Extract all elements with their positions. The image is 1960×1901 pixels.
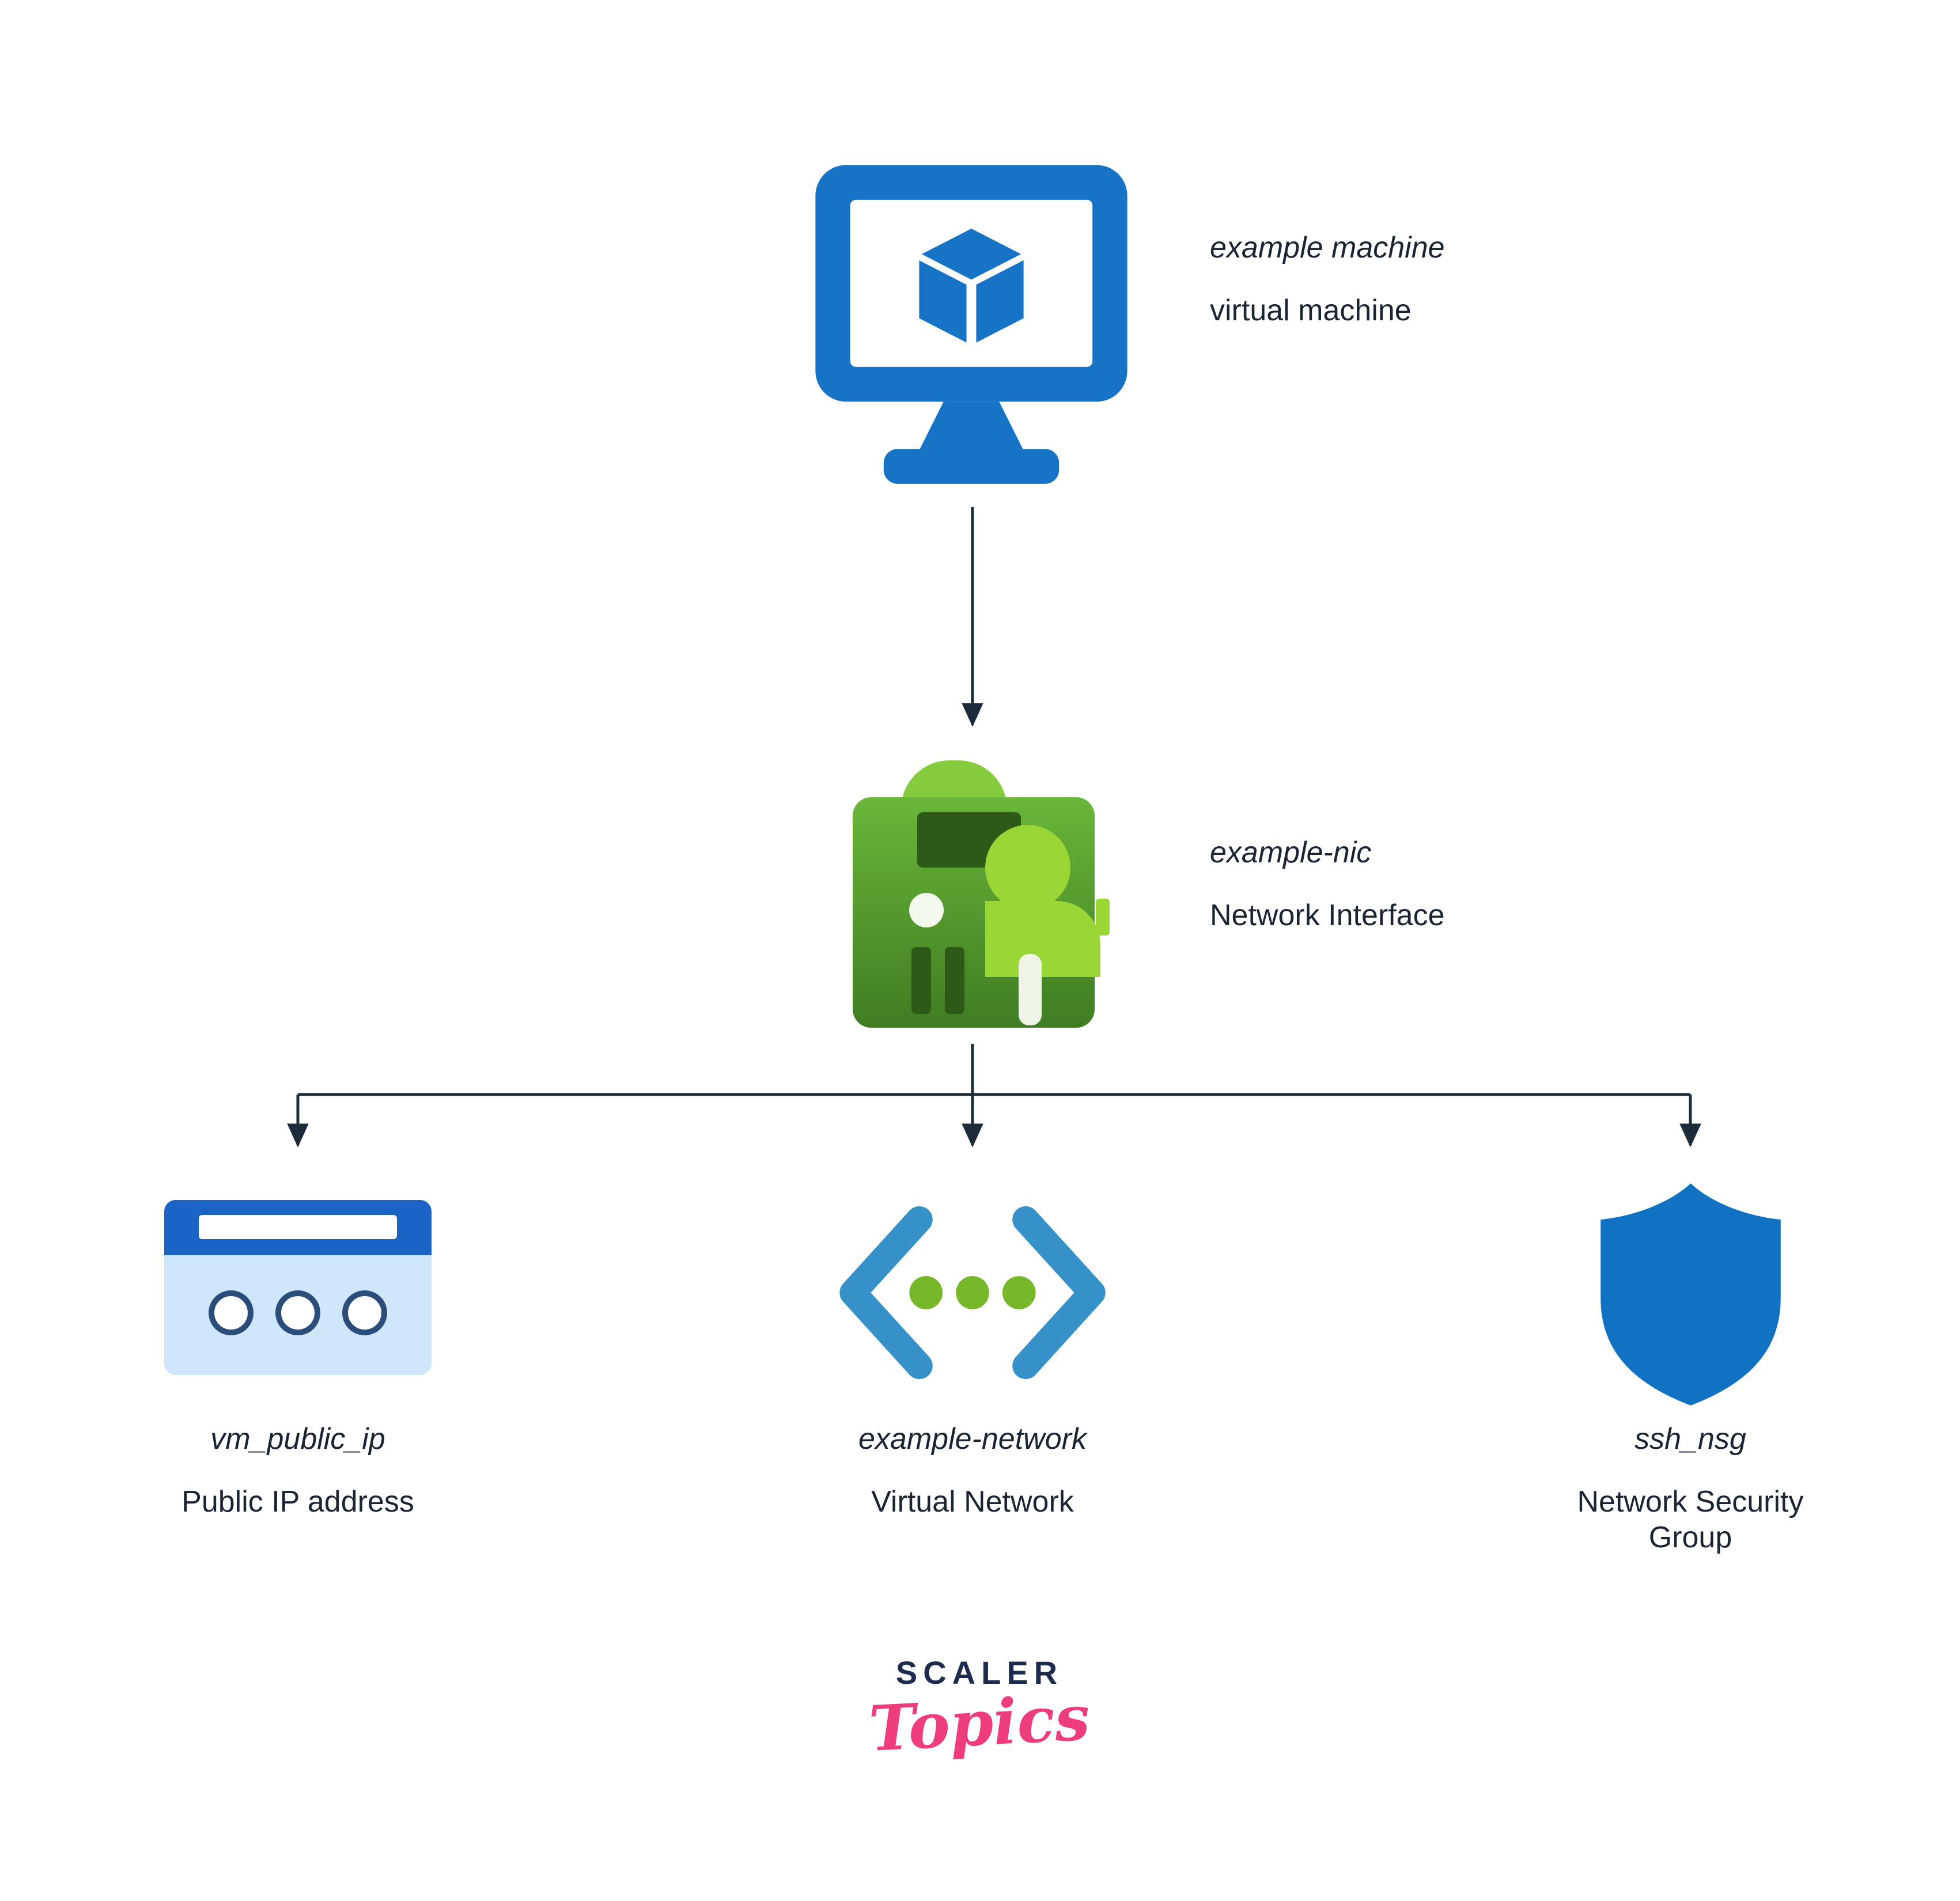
nic-led: [909, 893, 944, 927]
cube-icon: [915, 224, 1028, 349]
ip-dots: [209, 1290, 387, 1335]
nic-slot: [1019, 954, 1042, 1025]
vnet-label: example-network Virtual Network: [788, 1422, 1157, 1520]
public-ip-resource-name: vm_public_ip: [210, 1422, 385, 1456]
vm-label: example machine virtual machine: [1210, 230, 1445, 328]
nsg-label: ssh_nsg Network Security Group: [1552, 1422, 1829, 1555]
public-ip-resource-type: Public IP address: [181, 1485, 414, 1518]
vnet-resource-type: Virtual Network: [871, 1485, 1074, 1518]
public-ip-icon: [164, 1200, 432, 1375]
nic-plug: [985, 825, 1110, 977]
scaler-topics-logo: SCALER Topics: [812, 1654, 1147, 1766]
network-dots: [909, 1276, 1036, 1309]
nic-resource-type: Network Interface: [1210, 899, 1445, 932]
nic-label: example-nic Network Interface: [1210, 835, 1445, 933]
angle-brackets-icon: [839, 1206, 1106, 1379]
nsg-resource-type: Network Security Group: [1577, 1485, 1812, 1554]
network-interface-icon: [853, 760, 1110, 1028]
nic-pins: [911, 947, 964, 1014]
virtual-machine-icon: [815, 165, 1127, 484]
nic-resource-name: example-nic: [1210, 836, 1372, 869]
vm-resource-type: virtual machine: [1210, 294, 1412, 327]
vm-resource-name: example machine: [1210, 231, 1445, 264]
virtual-network-icon: [839, 1206, 1106, 1379]
vnet-resource-name: example-network: [858, 1422, 1087, 1456]
shield-icon: [1600, 1183, 1781, 1406]
public-ip-label: vm_public_ip Public IP address: [113, 1422, 482, 1520]
logo-script-text: Topics: [867, 1682, 1092, 1766]
nsg-resource-name: ssh_nsg: [1634, 1422, 1746, 1456]
address-slot: [199, 1215, 397, 1239]
logo-wordmark: SCALER: [895, 1654, 1064, 1691]
network-security-group-icon: [1600, 1183, 1781, 1406]
